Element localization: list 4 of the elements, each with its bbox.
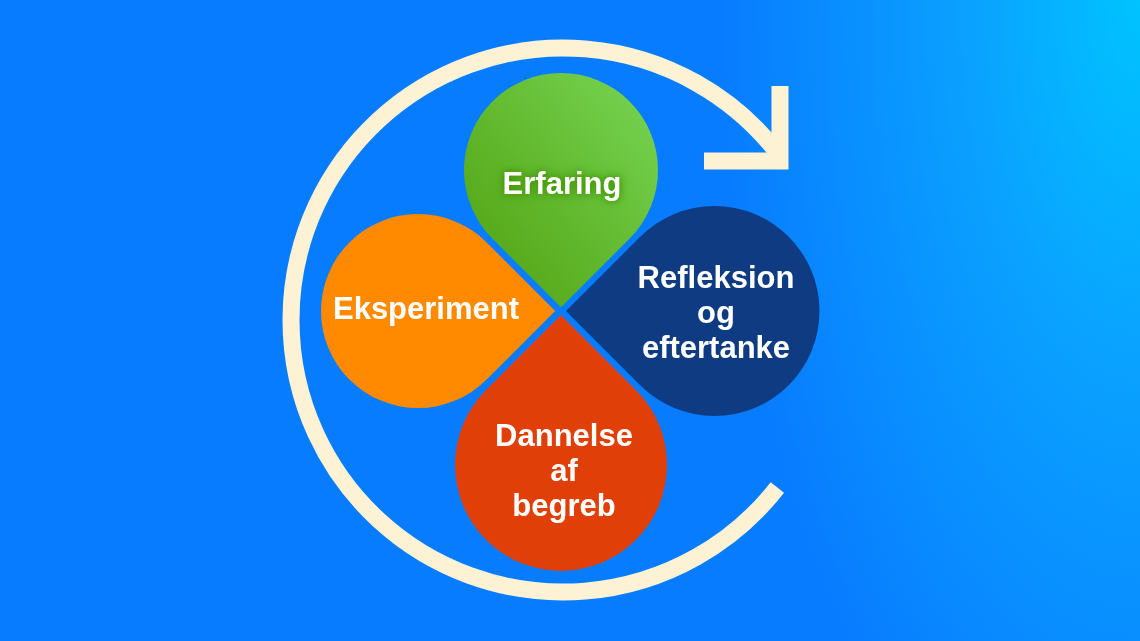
stage-label: Eksperiment — [332, 290, 520, 326]
stage-label: Refleksion og eftertanke — [637, 259, 795, 365]
stage-label: Dannelse af begreb — [495, 417, 633, 523]
stage-label: Erfaring — [502, 165, 622, 201]
